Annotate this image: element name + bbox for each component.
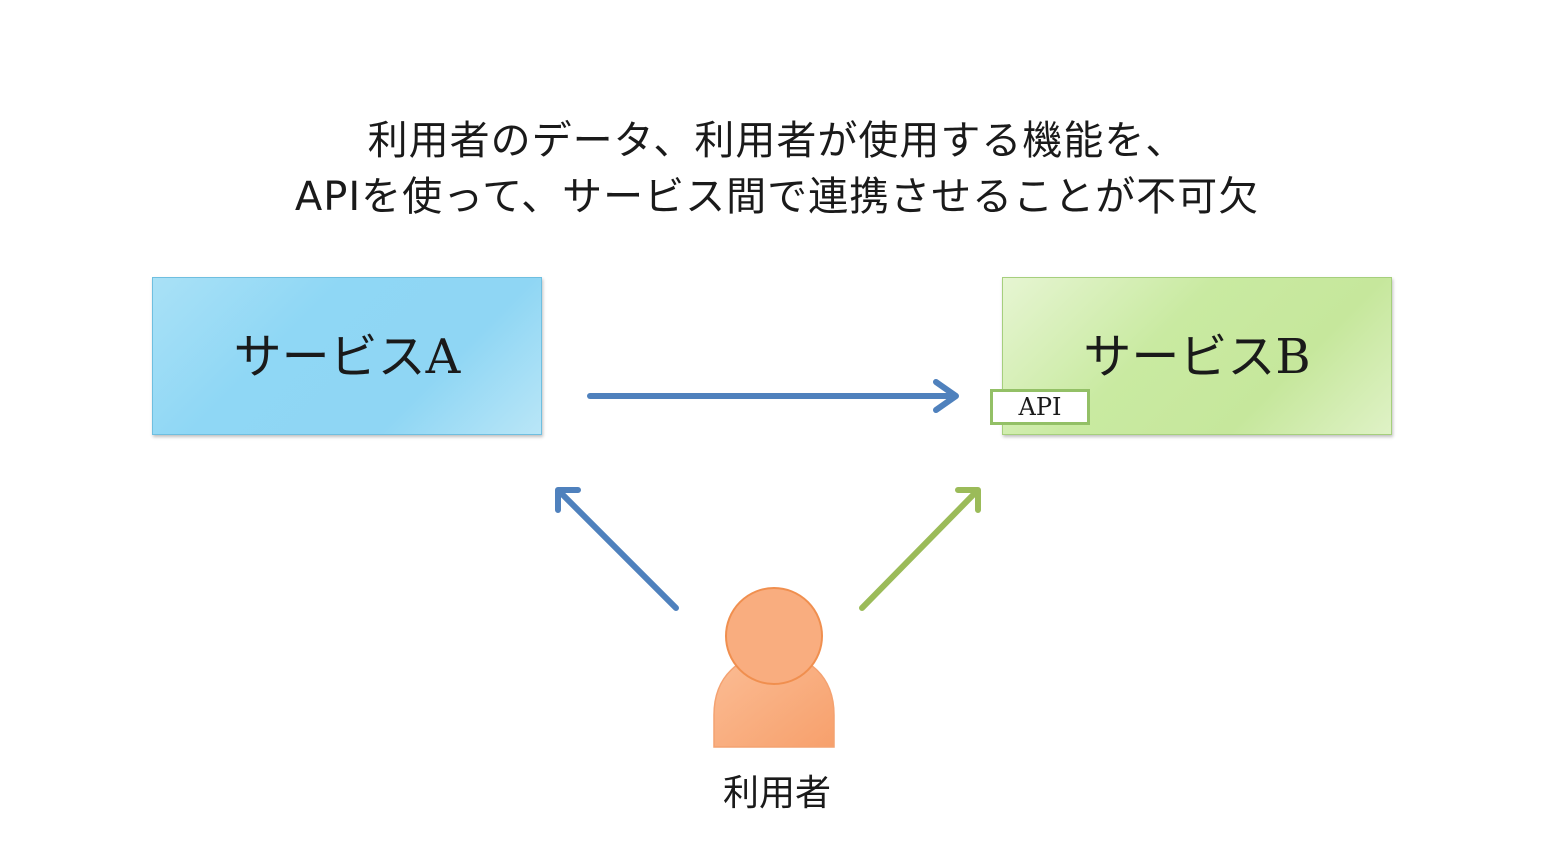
api-tag-label: API (1018, 393, 1062, 421)
service-a-label: サービスA (233, 329, 461, 385)
api-tag: API (990, 389, 1090, 425)
service-a-box: サービスA (152, 277, 542, 435)
user-label: 利用者 (722, 773, 831, 814)
arrow-user-to-service-b (859, 487, 981, 611)
user-icon (713, 587, 835, 748)
service-b-label: サービスB (1083, 329, 1311, 385)
service-b-box: サービスB (1002, 277, 1392, 435)
title-line-2: APIを使って、サービス間で連携させることが不可欠 (294, 174, 1260, 220)
user-head (725, 587, 823, 685)
arrow-user-to-service-a (555, 487, 679, 611)
arrow-service-a-to-service-b (587, 379, 959, 413)
title-line-1: 利用者のデータ、利用者が使用する機能を、 (367, 118, 1187, 164)
